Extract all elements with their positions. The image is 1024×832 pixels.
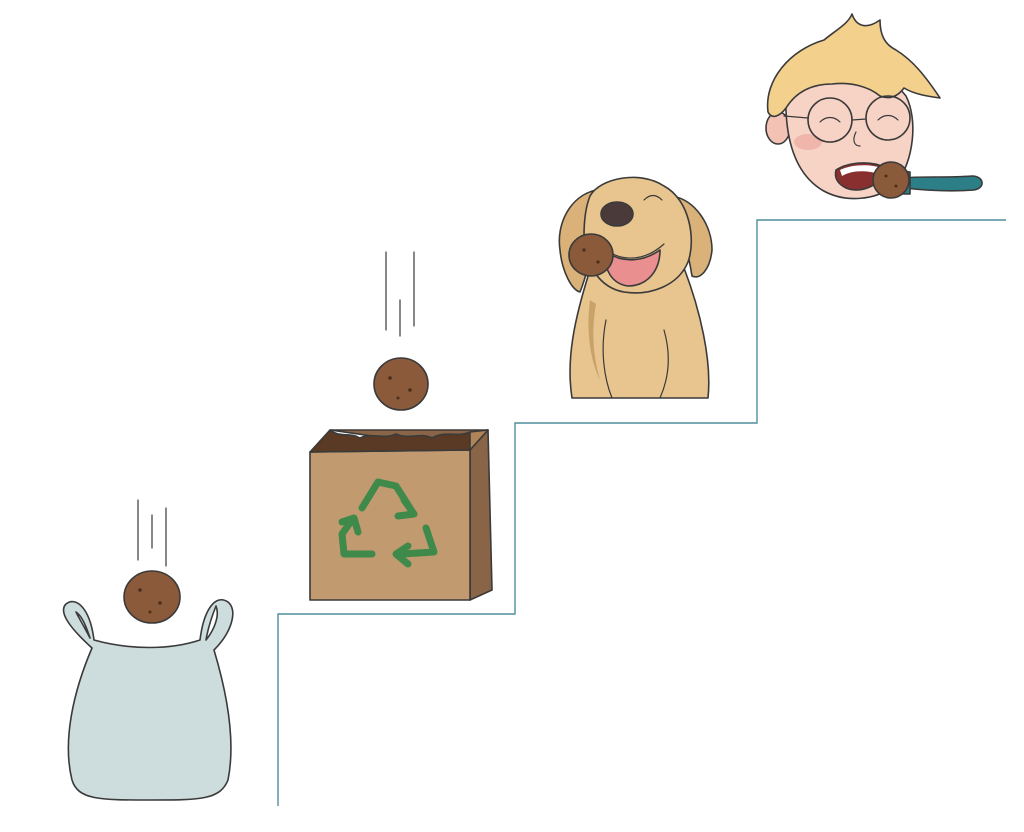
dog-icon <box>558 176 713 399</box>
staircase-line <box>277 219 1006 806</box>
potato-icon <box>373 357 429 411</box>
potato-icon <box>123 570 181 624</box>
recycling-paper-bag-icon <box>309 429 493 601</box>
plastic-bag-icon <box>62 599 234 801</box>
motion-lines-icon <box>385 251 415 337</box>
recycle-icon <box>338 478 438 568</box>
motion-lines-icon <box>137 499 167 567</box>
person-eating-icon <box>765 13 983 200</box>
